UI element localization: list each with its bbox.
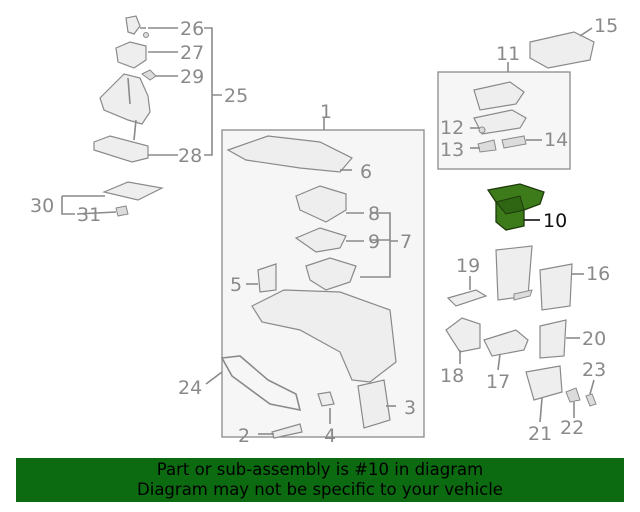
callout-9: 9 xyxy=(368,231,380,253)
part-screw-12 xyxy=(478,126,486,134)
leader-21 xyxy=(539,397,543,423)
callout-4: 4 xyxy=(324,425,336,447)
part-shift-clip xyxy=(141,69,157,81)
part-armrest-pad xyxy=(473,81,525,111)
callout-17: 17 xyxy=(486,371,510,393)
part-harness-24 xyxy=(220,355,302,412)
part-shift-boot xyxy=(115,41,147,69)
callout-22: 22 xyxy=(560,417,584,439)
callout-6: 6 xyxy=(360,161,372,183)
part-switch-19 xyxy=(446,289,488,307)
part-bracket-3 xyxy=(357,379,391,429)
banner-line-1: Part or sub-assembly is #10 in diagram xyxy=(156,460,484,479)
bracket-25 xyxy=(204,27,222,156)
callout-21: 21 xyxy=(528,423,552,445)
part-clip-4 xyxy=(317,391,335,407)
part-knob-screw xyxy=(143,32,149,38)
callout-26: 26 xyxy=(180,18,204,40)
leader-31 xyxy=(76,211,117,215)
callout-8: 8 xyxy=(368,203,380,225)
part-bracket-5 xyxy=(257,263,277,293)
part-strip-2 xyxy=(271,423,303,439)
callout-16: 16 xyxy=(586,263,610,285)
part-cap-23 xyxy=(585,393,597,407)
leader-23 xyxy=(589,379,595,395)
leader-15 xyxy=(579,27,593,37)
bracket-30 xyxy=(61,195,105,215)
callout-28: 28 xyxy=(178,145,202,167)
part-shifter-rod xyxy=(127,77,137,141)
part-striker-14 xyxy=(501,135,527,149)
part-10-inner xyxy=(495,195,525,215)
callout-20: 20 xyxy=(582,328,606,350)
callout-19: 19 xyxy=(456,255,480,277)
part-shifter-base xyxy=(99,73,151,125)
callout-2: 2 xyxy=(238,425,250,447)
callout-31: 31 xyxy=(77,204,101,226)
part-clip-16 xyxy=(513,289,533,301)
part-shift-knob xyxy=(125,15,141,35)
callout-14: 14 xyxy=(544,129,568,151)
callout-1: 1 xyxy=(320,101,332,123)
callout-3: 3 xyxy=(404,397,416,419)
part-bin-7 xyxy=(305,257,357,291)
part-console-body xyxy=(251,289,397,383)
part-clip-31 xyxy=(115,205,129,217)
part-console-lid-6 xyxy=(226,135,353,173)
callout-24: 24 xyxy=(178,377,202,399)
leader-17 xyxy=(497,353,501,371)
bracket-7 xyxy=(360,212,398,278)
leader-24 xyxy=(205,371,223,385)
callout-25: 25 xyxy=(224,85,248,107)
part-bracket-18 xyxy=(445,317,481,353)
part-tray-30 xyxy=(102,181,164,201)
part-panel-20 xyxy=(539,319,567,359)
callout-27: 27 xyxy=(180,42,204,64)
part-plug-22 xyxy=(565,387,581,403)
part-module-17 xyxy=(483,329,529,357)
callout-7: 7 xyxy=(400,231,412,253)
part-latch-13 xyxy=(477,139,497,153)
callout-13: 13 xyxy=(440,139,464,161)
callout-10[interactable]: 10 xyxy=(543,210,567,232)
callout-18: 18 xyxy=(440,365,464,387)
callout-12: 12 xyxy=(440,117,464,139)
callout-29: 29 xyxy=(180,66,204,88)
callout-11: 11 xyxy=(496,43,520,65)
part-outlet-21 xyxy=(525,365,563,401)
callout-30: 30 xyxy=(30,195,54,217)
info-banner: Part or sub-assembly is #10 in diagram D… xyxy=(16,458,624,502)
part-bezel-16b xyxy=(539,263,573,311)
callout-5: 5 xyxy=(230,274,242,296)
part-cupholder-8 xyxy=(295,185,347,223)
part-insert-9 xyxy=(294,227,347,253)
callout-15: 15 xyxy=(594,15,618,37)
banner-line-2: Diagram may not be specific to your vehi… xyxy=(137,480,503,499)
part-armrest-15 xyxy=(529,31,595,69)
callout-23: 23 xyxy=(582,359,606,381)
part-shifter-plate xyxy=(93,135,149,163)
